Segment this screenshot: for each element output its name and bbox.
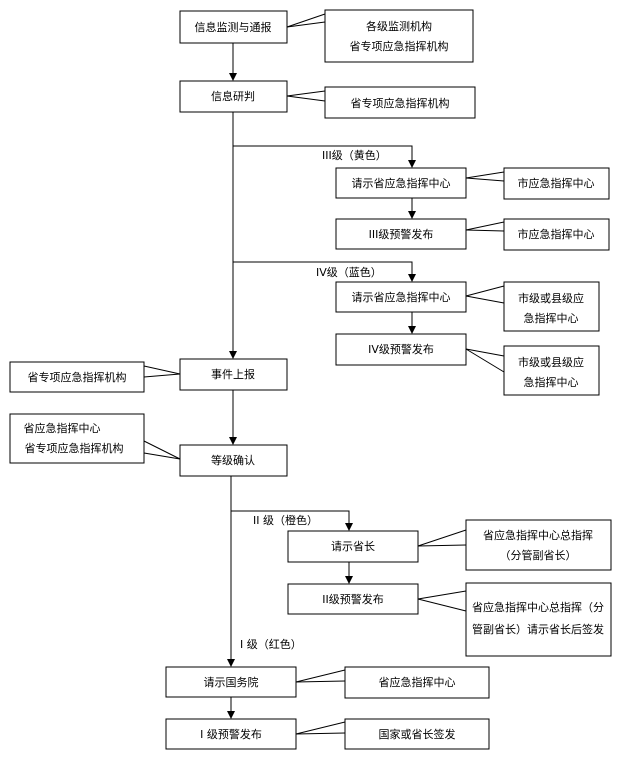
callout-event-report: 省专项应急指挥机构 xyxy=(9,361,181,393)
svg-text:市级或县级应: 市级或县级应 xyxy=(518,291,584,305)
svg-text:请示省应急指挥中心: 请示省应急指挥中心 xyxy=(352,176,451,190)
callout-pub3: 市应急指挥中心 xyxy=(465,218,610,251)
svg-text:事件上报: 事件上报 xyxy=(211,367,255,381)
callout-pub2: 省应急指挥中心总指挥（分 管副省长）请示省长后签发 xyxy=(417,582,612,657)
svg-text:急指挥中心: 急指挥中心 xyxy=(524,375,579,389)
svg-text:省专项应急指挥机构: 省专项应急指挥机构 xyxy=(350,39,449,53)
callout-req-state: 省应急指挥中心 xyxy=(295,666,490,699)
svg-text:市应急指挥中心: 市应急指挥中心 xyxy=(518,227,595,241)
node-level3-publish: III级预警发布 xyxy=(335,218,467,250)
callout-req-governor: 省应急指挥中心总指挥 （分管副省长） xyxy=(417,519,612,571)
svg-text:市应急指挥中心: 市应急指挥中心 xyxy=(518,176,595,190)
node-info-research: 信息研判 xyxy=(179,80,288,113)
node-level1-publish: I 级预警发布 xyxy=(165,718,297,750)
svg-text:等级确认: 等级确认 xyxy=(211,453,255,467)
node-level-confirm: 等级确认 xyxy=(179,444,288,477)
svg-text:II级预警发布: II级预警发布 xyxy=(322,592,384,606)
node-level4-publish: IV级预警发布 xyxy=(335,333,467,366)
svg-text:（分管副省长）: （分管副省长） xyxy=(500,548,577,562)
callout-req4: 市级或县级应 急指挥中心 xyxy=(465,281,600,332)
callout-pub1: 国家或省长签发 xyxy=(295,718,490,750)
node-req-governor: 请示省长 xyxy=(287,530,419,563)
branch-label-level4: IV级（蓝色） xyxy=(316,265,382,279)
callout-pub4: 市级或县级应 急指挥中心 xyxy=(465,345,600,396)
node-event-report: 事件上报 xyxy=(179,358,288,391)
svg-text:急指挥中心: 急指挥中心 xyxy=(524,311,579,325)
svg-text:省应急指挥中心: 省应急指挥中心 xyxy=(379,675,456,689)
svg-text:请示国务院: 请示国务院 xyxy=(204,675,259,689)
branch-label-level3: III级（黄色） xyxy=(322,148,387,162)
svg-text:I 级预警发布: I 级预警发布 xyxy=(200,727,262,741)
svg-text:省应急指挥中心总指挥: 省应急指挥中心总指挥 xyxy=(483,528,593,542)
svg-text:请示省长: 请示省长 xyxy=(331,540,375,553)
svg-text:省专项应急指挥机构: 省专项应急指挥机构 xyxy=(25,441,124,455)
svg-text:省应急指挥中心: 省应急指挥中心 xyxy=(24,421,101,435)
node-req-state-council: 请示国务院 xyxy=(165,666,297,698)
svg-text:管副省长）请示省长后签发: 管副省长）请示省长后签发 xyxy=(472,622,604,636)
svg-text:省专项应急指挥机构: 省专项应急指挥机构 xyxy=(351,96,450,110)
connectors xyxy=(227,43,416,719)
branch-label-level2: II 级（橙色） xyxy=(253,513,318,527)
svg-text:市级或县级应: 市级或县级应 xyxy=(518,355,584,369)
node-level2-publish: II级预警发布 xyxy=(287,583,419,615)
svg-text:III级预警发布: III级预警发布 xyxy=(369,227,434,241)
callout-level-confirm: 省应急指挥中心 省专项应急指挥机构 xyxy=(9,413,181,464)
svg-text:请示省应急指挥中心: 请示省应急指挥中心 xyxy=(352,290,451,304)
branch-label-level1: I 级（红色） xyxy=(240,637,302,651)
svg-text:省专项应急指挥机构: 省专项应急指挥机构 xyxy=(28,370,127,384)
svg-text:省应急指挥中心总指挥（分: 省应急指挥中心总指挥（分 xyxy=(472,600,604,614)
svg-text:信息研判: 信息研判 xyxy=(211,89,255,103)
node-req-prov-center-3: 请示省应急指挥中心 xyxy=(335,167,467,199)
node-req-prov-center-4: 请示省应急指挥中心 xyxy=(335,281,467,313)
callout-req3: 市应急指挥中心 xyxy=(465,167,610,200)
svg-text:信息监测与通报: 信息监测与通报 xyxy=(195,20,272,34)
callout-info-monitor: 各级监测机构 省专项应急指挥机构 xyxy=(286,9,474,63)
callout-info-research: 省专项应急指挥机构 xyxy=(286,86,476,119)
node-info-monitor: 信息监测与通报 xyxy=(179,10,288,44)
svg-text:各级监测机构: 各级监测机构 xyxy=(366,19,432,33)
svg-text:IV级预警发布: IV级预警发布 xyxy=(368,342,434,356)
svg-text:国家或省长签发: 国家或省长签发 xyxy=(379,727,456,741)
